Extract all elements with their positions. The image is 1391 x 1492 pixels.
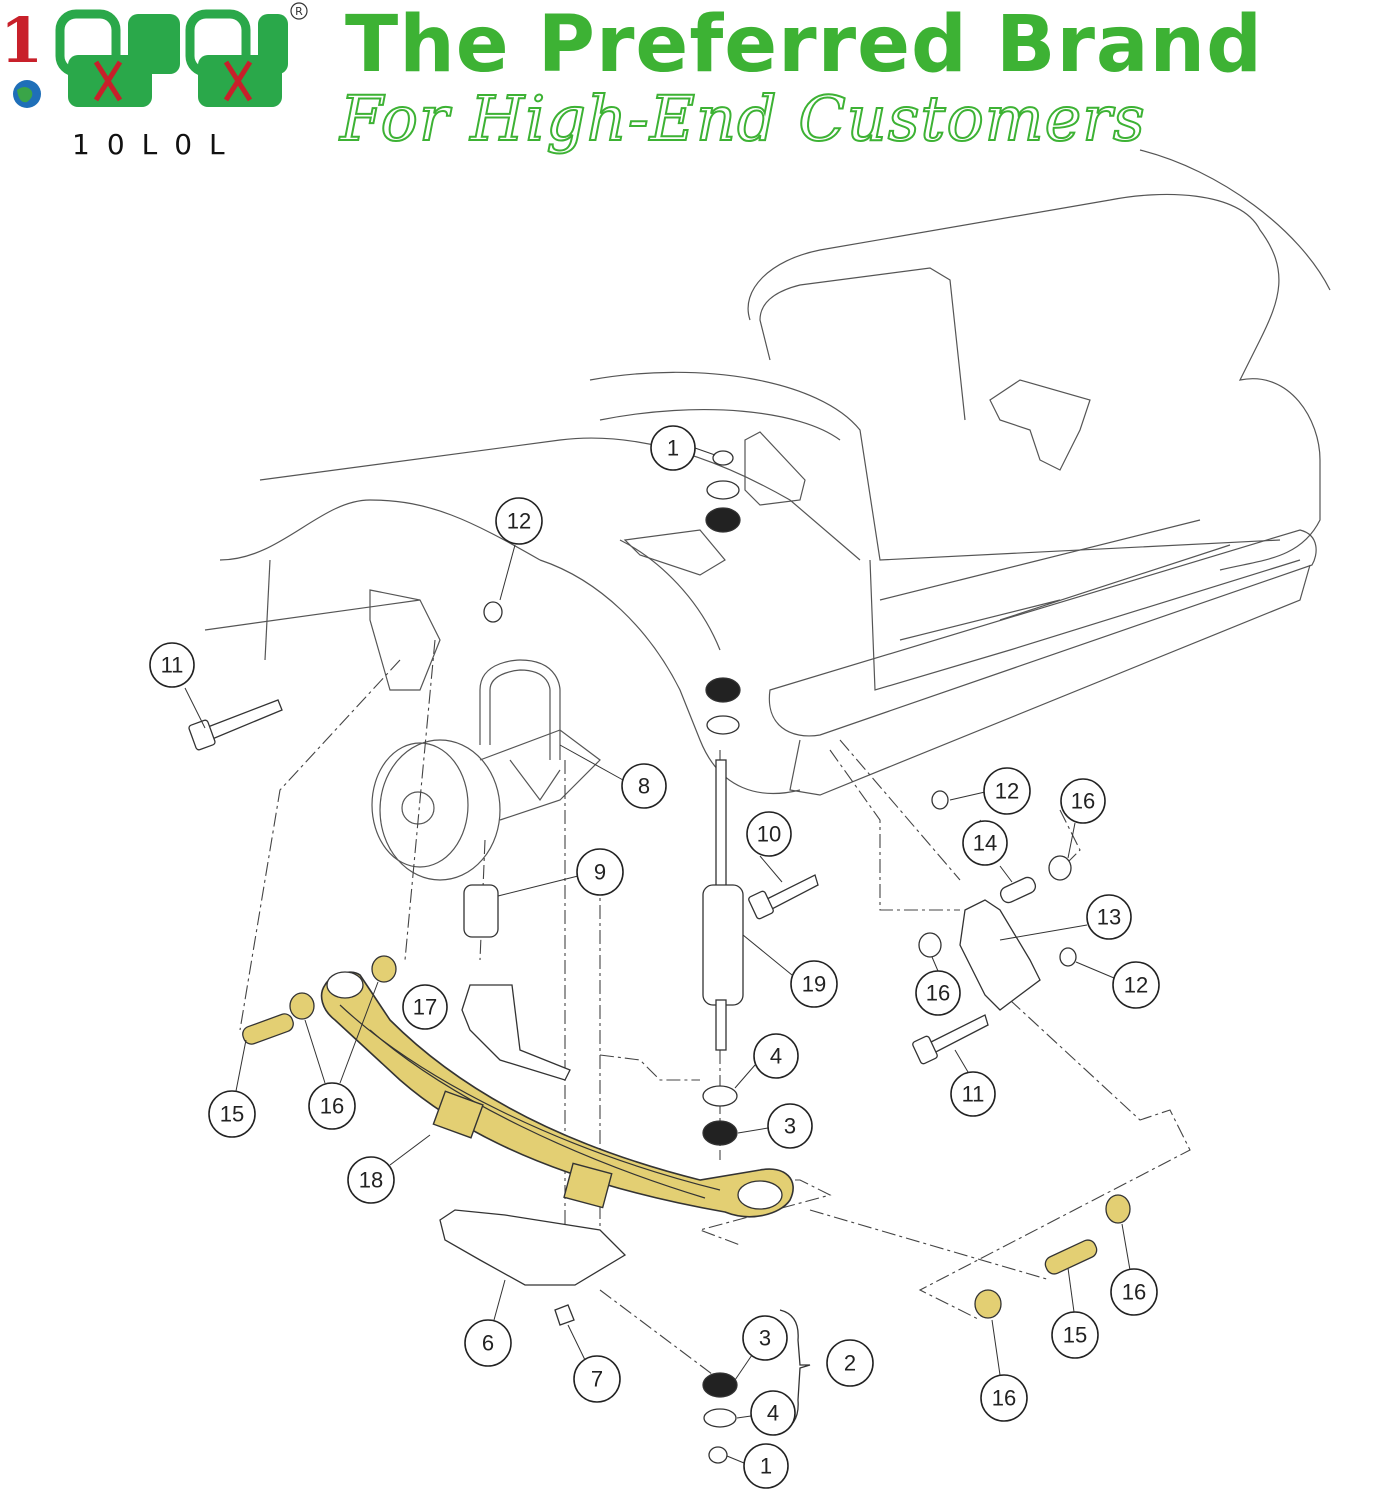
callout-label: 7 [591,1367,603,1392]
callout-11-left: 11 [149,642,206,729]
leaf-spring [320,971,794,1218]
callout-label: 11 [161,653,184,678]
callout-label: 16 [320,1094,344,1119]
callout-16-bot: 16 [980,1319,1028,1422]
callout-label: 16 [992,1386,1016,1411]
callout-8: 8 [559,744,667,809]
callout-15-right: 15 [1051,1267,1099,1359]
callout-1-top: 1 [650,425,716,471]
callout-7: 7 [567,1324,621,1403]
callouts: 1 12 11 8 10 12 16 14 13 9 19 16 12 17 4… [149,425,1160,1489]
callout-label: 15 [220,1102,244,1127]
callout-4-mid: 4 [734,1033,799,1089]
callout-label: 13 [1097,905,1121,930]
callout-label: 1 [667,436,679,461]
callout-label: 12 [507,509,531,534]
shock-absorber [702,450,744,1464]
bushings-and-pins [242,601,1131,1319]
callout-label: 19 [802,972,826,997]
callout-11-right: 11 [950,1049,996,1117]
callout-12-mid: 12 [1075,961,1160,1009]
callout-4-bot: 4 [736,1390,796,1436]
callout-label: 4 [767,1401,779,1426]
callout-label: 10 [757,822,781,847]
brackets [439,884,627,1326]
brand-logo: 1 R [0,2,308,108]
callout-label: 17 [413,995,437,1020]
svg-text:1: 1 [0,4,43,77]
callout-label: 12 [1124,973,1148,998]
callout-9: 9 [497,848,624,897]
callout-label: 11 [962,1082,985,1107]
callout-13: 13 [999,894,1132,941]
callout-16-mid: 16 [915,956,961,1016]
callout-10: 10 [746,811,792,883]
callout-label: 4 [770,1044,782,1069]
callout-12-right: 12 [949,767,1031,815]
callout-label: 14 [973,831,997,856]
callout-label: 16 [926,981,950,1006]
callout-label: 9 [594,860,606,885]
callout-17: 17 [402,984,448,1030]
logo-text: 10L0L [72,128,242,161]
callout-15-left: 15 [208,1039,256,1138]
subheadline: For High-End Customers [339,81,1146,156]
callout-label: 16 [1122,1280,1146,1305]
callout-2: 2 [779,1309,874,1433]
callout-label: 8 [638,774,650,799]
callout-16-bot-right: 16 [1110,1223,1158,1316]
callout-label: 6 [482,1331,494,1356]
callout-label: 18 [359,1168,383,1193]
headline: The Preferred Brand [345,0,1263,90]
callout-label: 16 [1071,789,1095,814]
callout-3-bot: 3 [734,1315,788,1381]
callout-label: 2 [844,1351,856,1376]
callout-1-bot: 1 [726,1443,789,1489]
callout-16-left: 16 [304,981,379,1130]
callout-label: 15 [1063,1323,1087,1348]
svg-text:R: R [295,5,303,18]
callout-label: 1 [760,1454,772,1479]
callout-18: 18 [347,1134,431,1204]
callout-label: 3 [784,1114,796,1139]
cart-frame-outline [204,149,1331,1381]
callout-3-mid: 3 [737,1103,813,1149]
callout-19: 19 [742,934,838,1008]
callout-label: 12 [995,779,1019,804]
bolts [188,699,989,1065]
callout-16-right-top: 16 [1060,778,1106,859]
callout-6: 6 [464,1279,512,1367]
callout-label: 3 [759,1326,771,1351]
brand-header: 10L0L The Preferred Brand For High-End C… [0,0,1391,175]
callout-12-top: 12 [495,497,543,601]
callout-14: 14 [962,820,1013,883]
